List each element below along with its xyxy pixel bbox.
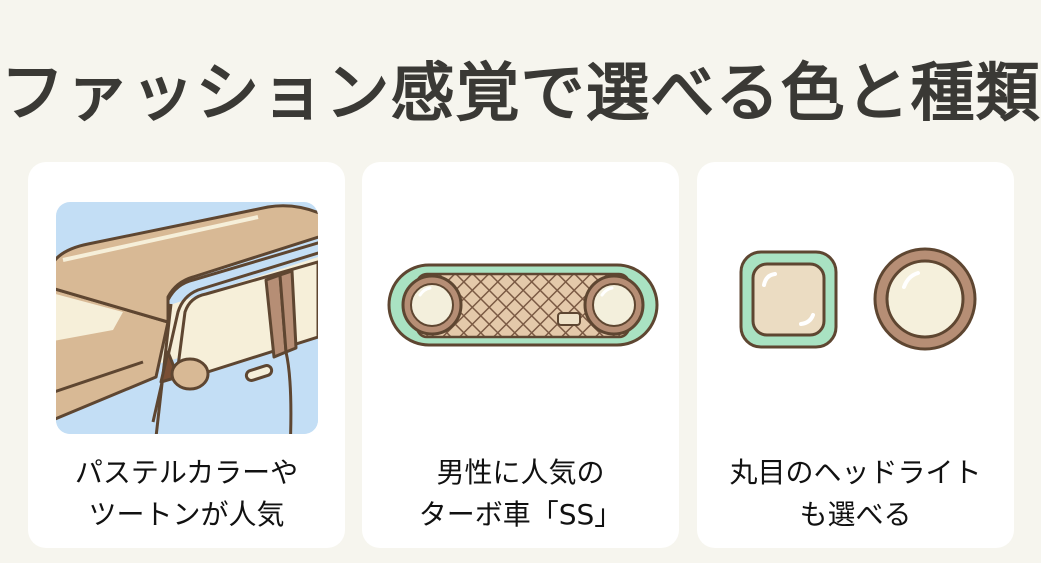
feature-card-turbo-ss: 男性に人気の ターボ車「SS」 [362,162,679,548]
caption-line-2: ターボ車「SS」 [418,498,623,531]
feature-card-pastel-colors: パステルカラーや ツートンが人気 [28,162,345,548]
caption-line-1: 丸目のヘッドライト [729,456,982,489]
caption-line-2: も選べる [799,498,912,531]
turbo-grille-icon [387,263,659,347]
caption-line-2: ツートンが人気 [88,498,285,531]
feature-card-round-headlights: 丸目のヘッドライト も選べる [697,162,1014,548]
pastel-two-tone-car-icon [56,202,318,434]
page-title: ファッション感覚で選べる色と種類 [0,57,1041,131]
caption-pastel-colors: パステルカラーや ツートンが人気 [28,452,345,536]
round-headlights-icon [739,247,977,351]
caption-line-1: パステルカラーや [74,456,299,489]
caption-round-headlights: 丸目のヘッドライト も選べる [697,452,1014,536]
caption-turbo-ss: 男性に人気の ターボ車「SS」 [362,452,679,536]
caption-line-1: 男性に人気の [436,456,605,489]
